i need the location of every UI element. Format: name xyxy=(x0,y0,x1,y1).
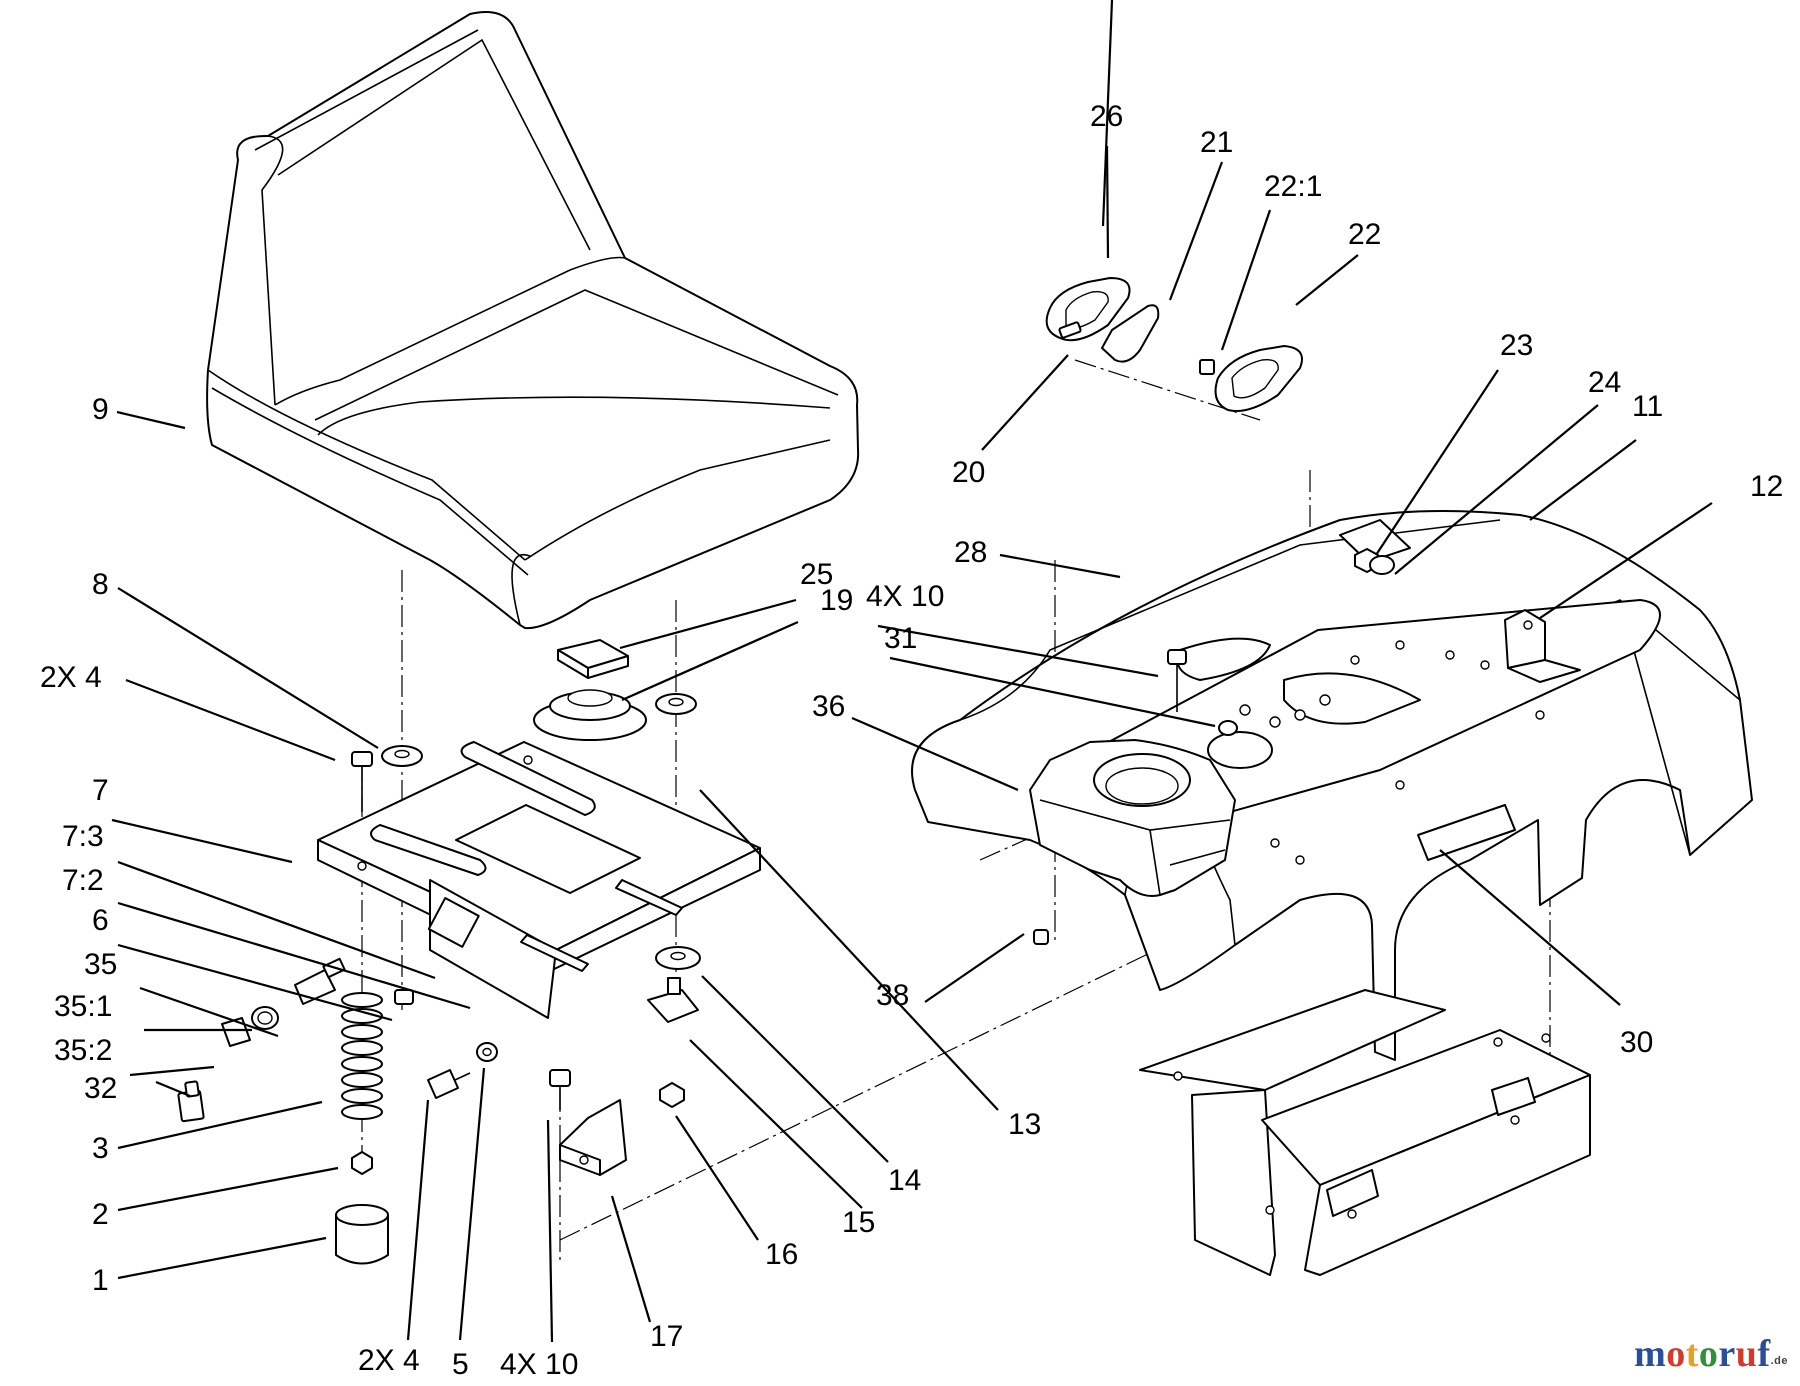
callout-qty-2x4-bottom: 2X 4 xyxy=(358,1344,420,1377)
callout-35: 35 xyxy=(84,948,117,981)
callout-20: 20 xyxy=(952,456,985,489)
watermark-letters: motoruf xyxy=(1634,1333,1770,1375)
callout-25: 25 xyxy=(800,558,833,591)
callout-21: 21 xyxy=(1200,126,1233,159)
callout-8: 8 xyxy=(92,568,109,601)
bracket-part-12 xyxy=(1504,609,1581,683)
callout-9: 9 xyxy=(92,393,109,426)
callout-24: 24 xyxy=(1588,366,1621,399)
callout-labels: 9 8 2X 4 7 7:3 7:2 6 35 35:1 35:2 32 3 2… xyxy=(40,100,1783,1381)
watermark-letter: m xyxy=(1634,1333,1667,1375)
callout-38: 38 xyxy=(876,979,909,1012)
seat-hardware xyxy=(177,639,701,1265)
watermark-logo: motoruf.de xyxy=(1634,1332,1788,1376)
watermark-letter: o xyxy=(1698,1333,1719,1375)
callout-35-1: 35:1 xyxy=(54,990,112,1023)
callout-35-2: 35:2 xyxy=(54,1034,112,1067)
seat-pan-part-7 xyxy=(317,741,761,1019)
callout-30: 30 xyxy=(1620,1026,1653,1059)
callout-15: 15 xyxy=(842,1206,875,1239)
watermark-suffix: .de xyxy=(1770,1355,1788,1367)
callout-2: 2 xyxy=(92,1198,109,1231)
leader-lines xyxy=(111,0,1713,1343)
callout-31: 31 xyxy=(884,622,917,655)
callout-36: 36 xyxy=(812,690,845,723)
watermark-letter: t xyxy=(1685,1333,1699,1375)
callout-32: 32 xyxy=(84,1072,117,1105)
callout-7-3: 7:3 xyxy=(62,820,104,853)
callout-23: 23 xyxy=(1500,329,1533,362)
watermark-letter: r xyxy=(1718,1333,1736,1375)
callout-26: 26 xyxy=(1090,100,1123,133)
callout-1: 1 xyxy=(92,1264,109,1297)
frame-lower xyxy=(1139,989,1591,1276)
callout-6: 6 xyxy=(92,904,109,937)
callout-11: 11 xyxy=(1632,390,1663,423)
light-assembly xyxy=(1045,277,1303,412)
callout-14: 14 xyxy=(888,1164,921,1197)
callout-22-1: 22:1 xyxy=(1264,170,1322,203)
callout-28: 28 xyxy=(954,536,987,569)
callout-5: 5 xyxy=(452,1348,469,1381)
watermark-letter: u xyxy=(1735,1333,1758,1375)
callout-qty-4x10-bottom: 4X 10 xyxy=(500,1348,578,1381)
watermark-letter: f xyxy=(1757,1333,1771,1375)
callout-3: 3 xyxy=(92,1132,109,1165)
callout-17: 17 xyxy=(650,1320,683,1353)
seat-part-9 xyxy=(206,11,860,630)
callout-13: 13 xyxy=(1008,1108,1041,1141)
panel-hardware xyxy=(1033,548,1395,945)
callout-7: 7 xyxy=(92,774,109,807)
callout-7-2: 7:2 xyxy=(62,864,104,897)
callout-12: 12 xyxy=(1750,470,1783,503)
callout-16: 16 xyxy=(765,1238,798,1271)
callout-qty-2x4-top: 2X 4 xyxy=(40,661,102,694)
callout-19: 19 xyxy=(820,584,853,617)
spring-part-3 xyxy=(341,992,383,1120)
decal-part-30 xyxy=(1417,804,1516,861)
callout-qty-4x10-right: 4X 10 xyxy=(866,580,944,613)
shroud-part-36 xyxy=(1029,731,1273,897)
watermark-letter: o xyxy=(1666,1333,1686,1375)
callout-22: 22 xyxy=(1348,218,1381,251)
